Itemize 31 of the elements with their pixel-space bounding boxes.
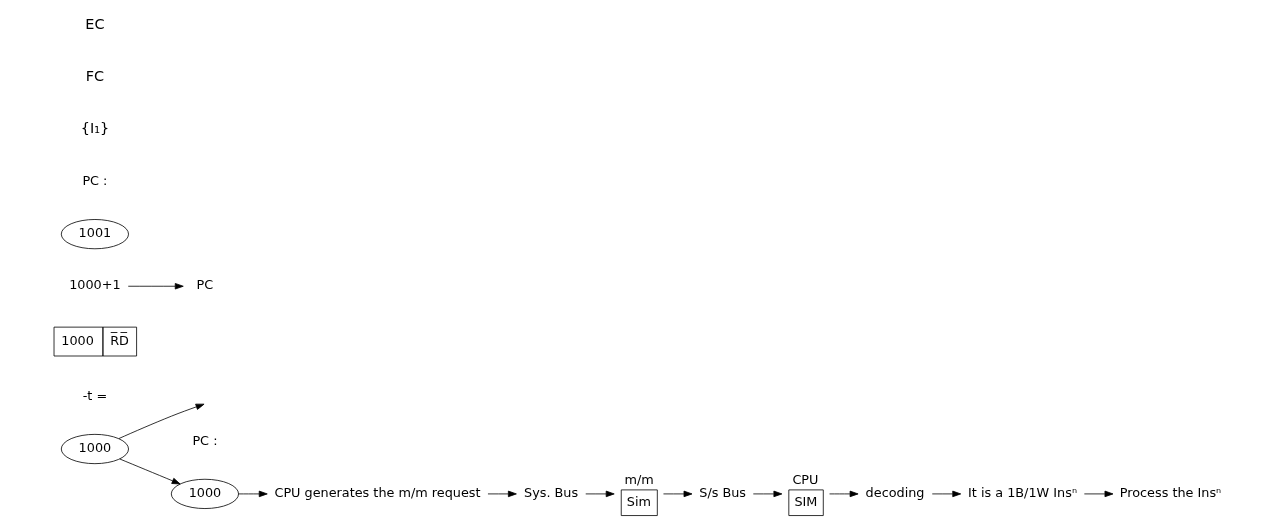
node-text: Process the Insⁿ — [1119, 484, 1222, 500]
arrow — [238, 490, 268, 498]
arrow — [119, 458, 181, 485]
node-label: CPU — [792, 472, 819, 488]
arrow — [931, 490, 962, 498]
arrow — [829, 490, 859, 498]
arrow — [1083, 490, 1114, 498]
node-ellipse: 1001 — [60, 219, 129, 250]
label: EC — [85, 16, 105, 33]
node-label: -t = — [82, 387, 108, 403]
node-text: It is a 1B/1W Insⁿ — [968, 484, 1078, 500]
node-box: Sim — [620, 489, 658, 516]
node-label: m/m — [624, 472, 654, 488]
label: FC — [85, 68, 105, 85]
node-text: PC — [196, 277, 214, 293]
node-text: CPU generates the m/m request — [274, 484, 481, 500]
node-label: PC : — [82, 173, 108, 189]
node-ellipse: 1000 — [60, 433, 129, 465]
node-box: SIM — [788, 489, 824, 516]
arrow — [752, 490, 783, 498]
arrow — [487, 490, 517, 498]
arrow — [663, 490, 693, 498]
label: {I₁} — [80, 120, 110, 137]
node-text: 1000+1 — [69, 277, 121, 293]
arrow — [127, 283, 184, 290]
node-text: S/s Bus — [699, 484, 747, 500]
arrow — [118, 403, 205, 439]
node-text: Sys. Bus — [524, 484, 579, 500]
node-text: decoding — [865, 484, 925, 500]
arrow — [585, 490, 615, 498]
node-label: PC : — [192, 432, 218, 448]
